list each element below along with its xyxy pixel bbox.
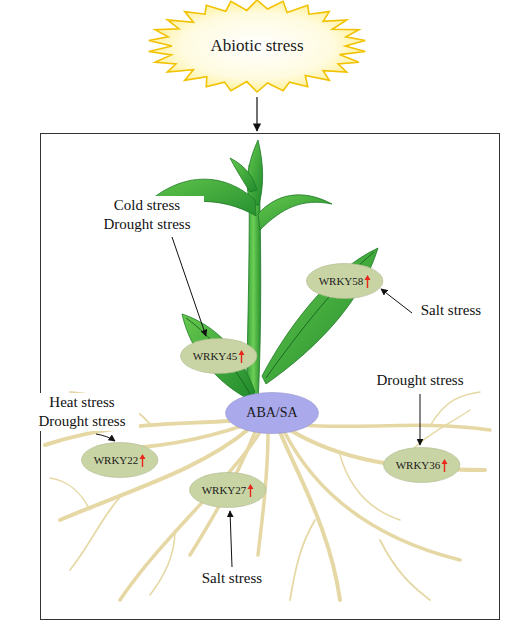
gene-ellipse: WRKY27 [189, 472, 266, 508]
node-content: WRKY27 [189, 472, 266, 508]
gene-ellipse: WRKY36 [383, 447, 460, 483]
gene-name: WRKY45 [193, 350, 238, 362]
node-content: Abiotic stress [147, 0, 367, 93]
stress-burst: Abiotic stress [147, 0, 367, 93]
gene-name: WRKY22 [94, 454, 139, 466]
up-arrow [441, 459, 448, 472]
stress-label: Salt stress [200, 569, 264, 588]
gene-name: ABA/SA [246, 405, 297, 421]
gene-name: WRKY27 [202, 484, 247, 496]
node-content: WRKY22 [81, 442, 158, 478]
up-arrow [364, 275, 371, 288]
up-arrow [247, 484, 254, 497]
node-content: WRKY36 [383, 447, 460, 483]
flow-arrow [256, 97, 257, 131]
gene-ellipse: ABA/SA [225, 392, 319, 434]
node-content: WRKY58 [306, 263, 383, 299]
stress-label: Drought stress [374, 371, 465, 390]
stress-label: Salt stress [419, 301, 483, 320]
leader-arrows [96, 237, 420, 567]
stress-label: Cold stress Drought stress [90, 196, 204, 234]
gene-ellipse: WRKY22 [81, 442, 158, 478]
node-content: WRKY45 [180, 338, 257, 374]
gene-name: WRKY36 [396, 459, 441, 471]
stress-label: Heat stress Drought stress [25, 393, 139, 431]
stress-title: Abiotic stress [210, 36, 303, 56]
gene-ellipse: WRKY45 [180, 338, 257, 374]
node-content: ABA/SA [225, 392, 319, 434]
gene-ellipse: WRKY58 [306, 263, 383, 299]
gene-name: WRKY58 [319, 275, 364, 287]
up-arrow [238, 350, 245, 363]
up-arrow [139, 454, 146, 467]
frame-box [41, 134, 500, 620]
